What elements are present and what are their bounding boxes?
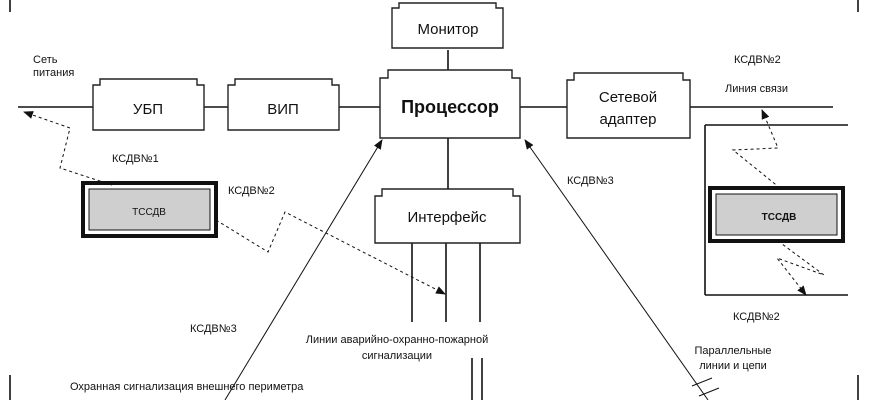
ksdv2-left-link — [215, 211, 446, 295]
parallel-lines-label-2: линии и цепи — [699, 360, 767, 372]
ksdv2-left-label: КСДВ№2 — [228, 185, 275, 197]
ksdv3-left-link — [224, 139, 383, 400]
ksdv1-link — [23, 111, 113, 186]
vip-label: ВИП — [267, 101, 299, 118]
parallel-tick-2 — [698, 387, 720, 397]
perimeter-label: Охранная сигнализация внешнего периметра — [70, 381, 304, 393]
power-line-label-1: Сеть — [33, 54, 58, 66]
alarm-lines-label-1: Линии аварийно-охранно-пожарной — [306, 334, 489, 346]
monitor-block: Монитор — [391, 2, 504, 49]
tssdv-right-block: ТССДВ — [708, 186, 845, 243]
ksdv2-right-bottom-link — [775, 240, 825, 296]
processor-label: Процессор — [401, 97, 499, 117]
ksdv3-right-label: КСДВ№3 — [567, 175, 614, 187]
interface-label: Интерфейс — [407, 209, 487, 226]
interface-block: Интерфейс — [374, 188, 521, 244]
ksdv2-bottom-right-label: КСДВ№2 — [733, 311, 780, 323]
tssdv-left-label: ТССДВ — [132, 207, 166, 218]
ksdv1-label: КСДВ№1 — [112, 153, 159, 165]
tssdv-left-block: ТССДВ — [81, 181, 218, 238]
network-adapter-block: Сетевой адаптер — [566, 72, 691, 139]
monitor-label: Монитор — [417, 21, 478, 38]
network-adapter-label-1: Сетевой — [599, 89, 657, 106]
ubp-block: УБП — [92, 78, 205, 131]
network-adapter-label-2: адаптер — [600, 111, 657, 128]
alarm-lines-label-2: сигнализации — [362, 350, 432, 362]
ksdv2-right-top-link — [731, 109, 781, 189]
vip-block: ВИП — [227, 78, 340, 131]
ksdv2-top-right-label: КСДВ№2 — [734, 54, 781, 66]
processor-block: Процессор — [379, 69, 521, 139]
tssdv-right-label: ТССДВ — [762, 212, 797, 223]
ubp-label: УБП — [133, 101, 163, 118]
power-line-label-2: питания — [33, 67, 74, 79]
comm-line-label: Линия связи — [725, 83, 788, 95]
ksdv3-left-label: КСДВ№3 — [190, 323, 237, 335]
parallel-lines-label-1: Параллельные — [694, 345, 771, 357]
ksdv3-right-link — [524, 139, 709, 400]
parallel-tick-1 — [691, 377, 713, 387]
